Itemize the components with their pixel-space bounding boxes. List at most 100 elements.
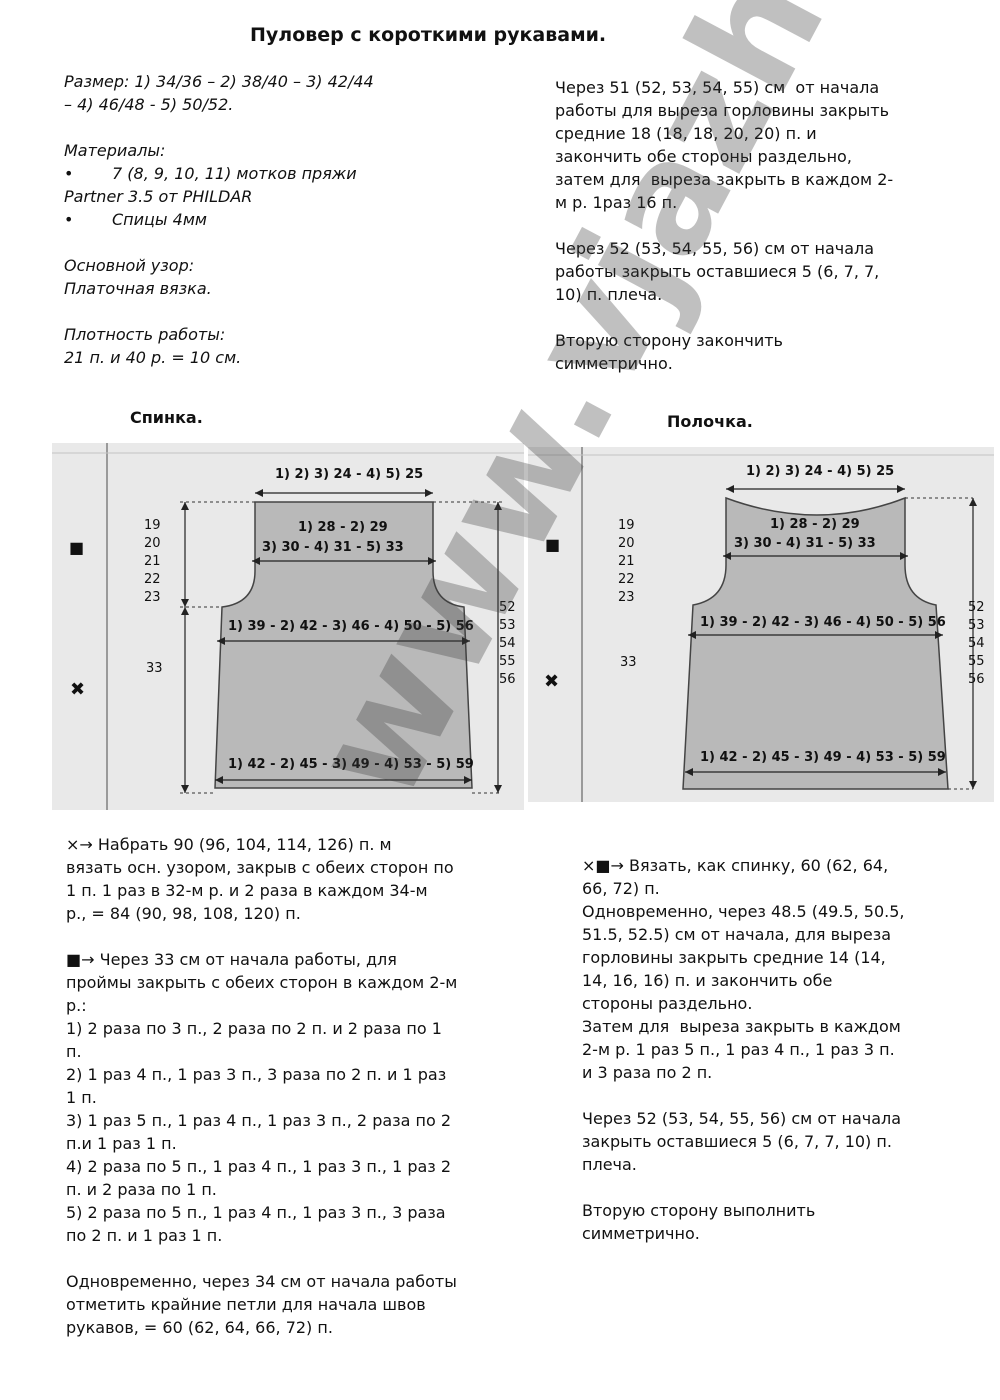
text-line: проймы закрыть с обеих сторон в каждом 2…	[66, 973, 458, 992]
front-chest-width: 1) 39 - 2) 42 - 3) 46 - 4) 50 - 5) 56	[700, 615, 946, 630]
text-line: работы закрыть оставшиеся 5 (6, 7, 7,	[555, 262, 880, 281]
text-line: по 2 п. и 1 раз 1 п.	[66, 1226, 223, 1245]
cross-symbol-icon: ✖	[70, 679, 86, 700]
text-line: средние 18 (18, 18, 20, 20) п. и	[555, 124, 817, 143]
blank-line	[66, 925, 506, 948]
blank-line	[582, 1176, 982, 1199]
height-label: 21	[618, 554, 635, 569]
height-label: 22	[618, 572, 635, 587]
text-line: – 4) 46/48 - 5) 50/52.	[64, 95, 234, 114]
bullet-item: •7 (8, 9, 10, 11) мотков пряжи	[64, 162, 504, 185]
square-symbol-icon: ■	[69, 538, 85, 557]
text-line: Плотность работы:	[64, 325, 226, 344]
text-line: п.	[66, 1042, 82, 1061]
bullet-icon: •	[64, 164, 74, 183]
text-line: 21 п. и 40 р. = 10 см.	[64, 348, 242, 367]
text-line: Платочная вязка.	[64, 279, 212, 298]
text-line: Размер: 1) 34/36 – 2) 38/40 – 3) 42/44	[64, 72, 374, 91]
height-label: 54	[968, 636, 985, 651]
height-label: 55	[499, 654, 516, 669]
back-shape	[214, 501, 473, 789]
text-line: Через 52 (53, 54, 55, 56) см от начала	[555, 239, 875, 258]
text-line: затем для выреза закрыть в каждом 2-	[555, 170, 894, 189]
text-line: рукавов, = 60 (62, 64, 66, 72) п.	[66, 1318, 333, 1337]
blank-line	[64, 231, 504, 254]
text-line: м р. 1раз 16 п.	[555, 193, 678, 212]
text-line: и 3 раза по 2 п.	[582, 1063, 713, 1082]
text-line: 2) 1 раз 4 п., 1 раз 3 п., 3 раза по 2 п…	[66, 1065, 447, 1084]
blank-line	[582, 1084, 982, 1107]
text-line: 5) 2 раза по 5 п., 1 раз 4 п., 1 раз 3 п…	[66, 1203, 446, 1222]
text-line: Вторую сторону закончить	[555, 331, 783, 350]
square-symbol-icon: ■	[545, 535, 561, 554]
blank-line	[64, 300, 504, 323]
text-line: 10) п. плеча.	[555, 285, 663, 304]
front-armhole-heights: 19 20 21 22 23	[618, 517, 635, 607]
text-line: Одновременно, через 48.5 (49.5, 50.5,	[582, 902, 905, 921]
height-label: 23	[144, 590, 161, 605]
text-line: отметить крайние петли для начала швов	[66, 1295, 426, 1314]
back-lower-height: 33	[146, 661, 163, 676]
text-line: 2-м р. 1 раз 5 п., 1 раз 4 п., 1 раз 3 п…	[582, 1040, 895, 1059]
height-label: 23	[618, 590, 635, 605]
back-diagram: 1) 2) 3) 24 - 4) 5) 25 1) 28 - 2) 29 3) …	[52, 443, 524, 810]
back-chest-width: 1) 39 - 2) 42 - 3) 46 - 4) 50 - 5) 56	[228, 619, 474, 634]
text-line: симметрично.	[555, 354, 673, 373]
height-label: 22	[144, 572, 161, 587]
cross-symbol-icon: ✖	[544, 671, 560, 692]
back-shoulder-width-b: 3) 30 - 4) 31 - 5) 33	[262, 540, 404, 555]
text-line: Через 52 (53, 54, 55, 56) см от начала	[582, 1109, 902, 1128]
bullet-icon: •	[64, 210, 74, 229]
height-label: 53	[499, 618, 516, 633]
text-line: 66, 72) п.	[582, 879, 660, 898]
height-label: 54	[499, 636, 516, 651]
text-line: ■→ Через 33 см от начала работы, для	[66, 950, 397, 969]
text-line: плеча.	[582, 1155, 637, 1174]
text-line: 1 п.	[66, 1088, 97, 1107]
height-label: 19	[144, 518, 161, 533]
text-line: горловины закрыть средние 14 (14,	[582, 948, 886, 967]
front-shoulder-width-a: 1) 28 - 2) 29	[770, 517, 860, 532]
height-label: 21	[144, 554, 161, 569]
text-line: Затем для выреза закрыть в каждом	[582, 1017, 901, 1036]
text-line: 4) 2 раза по 5 п., 1 раз 4 п., 1 раз 3 п…	[66, 1157, 452, 1176]
back-armhole-heights: 19 20 21 22 23	[144, 517, 161, 607]
bullet-item: • Спицы 4мм	[64, 208, 504, 231]
text-line: закончить обе стороны раздельно,	[555, 147, 852, 166]
front-total-heights: 52 53 54 55 56	[968, 599, 985, 689]
text-line: п.и 1 раз 1 п.	[66, 1134, 177, 1153]
front-instructions: ×■→ Вязать, как спинку, 60 (62, 64, 66, 7…	[582, 854, 982, 1245]
height-label: 56	[499, 672, 516, 687]
text-line: 51.5, 52.5) см от начала, для выреза	[582, 925, 891, 944]
text-line: Основной узор:	[64, 256, 195, 275]
text-line: работы для выреза горловины закрыть	[555, 101, 890, 120]
height-label: 53	[968, 618, 985, 633]
back-diagram-svg	[52, 443, 524, 810]
front-heading: Полочка.	[667, 412, 753, 431]
front-hem-width: 1) 42 - 2) 45 - 3) 49 - 4) 53 - 5) 59	[700, 750, 946, 765]
back-hem-width: 1) 42 - 2) 45 - 3) 49 - 4) 53 - 5) 59	[228, 757, 474, 772]
front-shoulder-width-b: 3) 30 - 4) 31 - 5) 33	[734, 536, 876, 551]
height-label: 20	[618, 536, 635, 551]
front-diagram: 1) 2) 3) 24 - 4) 5) 25 1) 28 - 2) 29 3) …	[528, 447, 994, 802]
bullet-text: Спицы 4мм	[112, 210, 207, 229]
text-line: вязать осн. узором, закрыв с обеих сторо…	[66, 858, 454, 877]
blank-line	[64, 116, 504, 139]
text-line: ×■→ Вязать, как спинку, 60 (62, 64,	[582, 856, 889, 875]
text-line: 1 п. 1 раз в 32-м р. и 2 раза в каждом 3…	[66, 881, 428, 900]
text-line: р., = 84 (90, 98, 108, 120) п.	[66, 904, 301, 923]
back-total-heights: 52 53 54 55 56	[499, 599, 516, 689]
text-line: 14, 16, 16) п. и закончить обе	[582, 971, 833, 990]
height-label: 19	[618, 518, 635, 533]
back-shoulder-width-a: 1) 28 - 2) 29	[298, 520, 388, 535]
text-line: п. и 2 раза по 1 п.	[66, 1180, 217, 1199]
height-label: 55	[968, 654, 985, 669]
text-line: р.:	[66, 996, 87, 1015]
front-lower-height: 33	[620, 655, 637, 670]
text-line: Материалы:	[64, 141, 166, 160]
blank-line	[66, 1247, 506, 1270]
text-line: симметрично.	[582, 1224, 700, 1243]
height-label: 52	[499, 600, 516, 615]
front-shape	[682, 496, 949, 790]
